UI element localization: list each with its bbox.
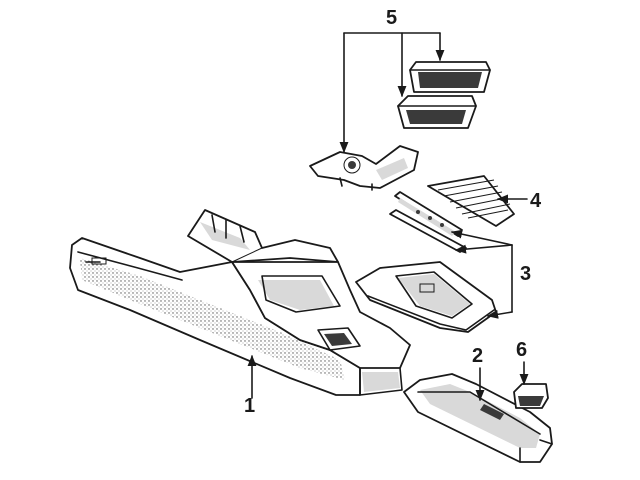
callout-1: 1 [244, 395, 255, 417]
leader-3a [450, 229, 513, 246]
part-clip [513, 383, 549, 409]
part-lower-tray [397, 95, 477, 129]
leader-3b [454, 244, 513, 254]
callout-2: 2 [472, 345, 483, 367]
callout-4: 4 [530, 190, 542, 212]
callout-3: 3 [520, 263, 531, 285]
part-cup-holder-bezel [309, 145, 419, 191]
callout-5: 5 [386, 7, 397, 29]
part-ribbed-panel [427, 175, 515, 227]
callout-labels: 1 2 3 4 5 6 [244, 7, 542, 417]
leader-3c [486, 309, 513, 319]
part-shifter-bezel [355, 261, 497, 333]
console-join-line [231, 247, 263, 263]
part-center-console [69, 209, 411, 396]
part-upper-tray [409, 61, 491, 93]
callout-6: 6 [516, 339, 527, 361]
part-trim-strips [389, 191, 467, 253]
leader-lines [231, 32, 529, 402]
part-armrest [403, 373, 553, 463]
